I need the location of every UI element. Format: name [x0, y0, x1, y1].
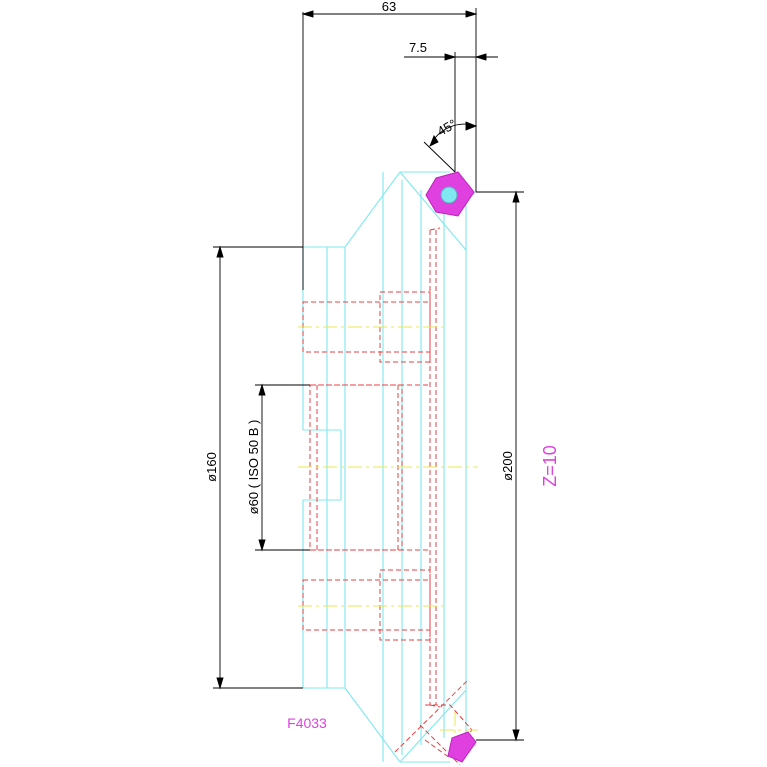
dimension-lines [213, 8, 524, 742]
tooth-marker-bottom [447, 731, 477, 763]
dim-overall-width: 63 [382, 0, 396, 14]
tooth-count-label: Z=10 [540, 445, 560, 487]
dim-bore-diameter: ø60 ( ISO 50 B ) [246, 420, 261, 515]
dim-hub-diameter: ø160 [204, 452, 219, 482]
part-code-label: F4033 [287, 715, 327, 731]
centerlines [298, 326, 478, 750]
dim-chamfer-offset: 7.5 [409, 40, 427, 55]
tooth-marker-top [425, 171, 475, 217]
hidden-lines [302, 227, 473, 766]
dim-outer-diameter: ø200 [500, 451, 515, 481]
